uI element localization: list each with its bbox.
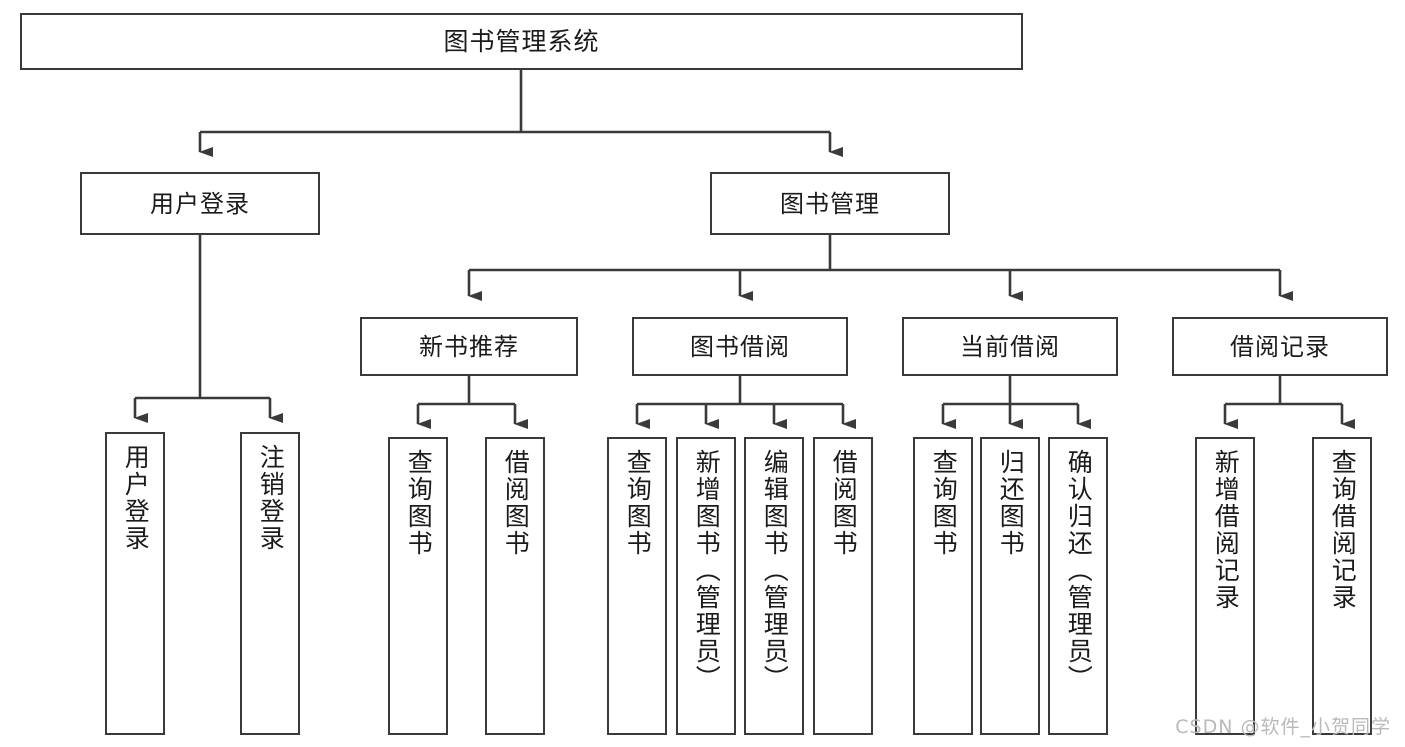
leaf-current-borrow-return-book[interactable]: 归还图书 [980,437,1040,735]
leaf-label: 查询图书 [623,449,653,557]
node-root-library-system[interactable]: 图书管理系统 [20,13,1023,70]
leaf-label: 查询图书 [404,449,434,557]
node-new-book-recommend-label: 新书推荐 [419,332,519,361]
node-book-management-label: 图书管理 [780,189,880,218]
leaf-label: 编辑图书（管理员） [760,449,790,692]
leaf-label: 新增图书（管理员） [692,449,722,692]
leaf-label: 查询图书 [929,449,959,557]
leaf-label: 归还图书 [996,449,1026,557]
leaf-borrow-records-add-record[interactable]: 新增借阅记录 [1195,437,1255,735]
leaf-book-borrow-edit-book-admin[interactable]: 编辑图书（管理员） [744,437,804,735]
leaf-label: 新增借阅记录 [1211,449,1241,611]
node-borrow-records-label: 借阅记录 [1230,332,1330,361]
node-book-management[interactable]: 图书管理 [710,172,950,235]
node-current-borrow-label: 当前借阅 [960,332,1060,361]
node-new-book-recommend[interactable]: 新书推荐 [360,317,578,376]
leaf-book-borrow-query-book[interactable]: 查询图书 [607,437,667,735]
leaf-user-login-login[interactable]: 用户登录 [105,432,165,735]
leaf-book-borrow-add-book-admin[interactable]: 新增图书（管理员） [676,437,736,735]
node-user-login[interactable]: 用户登录 [80,172,320,235]
leaf-label: 用户登录 [121,444,151,552]
leaf-label: 注销登录 [256,444,286,552]
leaf-book-borrow-borrow-book[interactable]: 借阅图书 [813,437,873,735]
leaf-label: 确认归还（管理员） [1064,449,1094,692]
leaf-borrow-records-query-record[interactable]: 查询借阅记录 [1312,437,1372,735]
leaf-label: 查询借阅记录 [1328,449,1358,611]
node-book-borrow[interactable]: 图书借阅 [632,317,848,376]
node-borrow-records[interactable]: 借阅记录 [1172,317,1388,376]
leaf-current-borrow-confirm-return-admin[interactable]: 确认归还（管理员） [1048,437,1108,735]
leaf-new-book-borrow-book[interactable]: 借阅图书 [485,437,545,735]
leaf-user-login-logout[interactable]: 注销登录 [240,432,300,735]
node-root-label: 图书管理系统 [443,27,600,56]
node-current-borrow[interactable]: 当前借阅 [902,317,1118,376]
leaf-current-borrow-query-book[interactable]: 查询图书 [913,437,973,735]
node-user-login-label: 用户登录 [150,189,250,218]
leaf-new-book-query-book[interactable]: 查询图书 [388,437,448,735]
leaf-label: 借阅图书 [501,449,531,557]
node-book-borrow-label: 图书借阅 [690,332,790,361]
leaf-label: 借阅图书 [829,449,859,557]
